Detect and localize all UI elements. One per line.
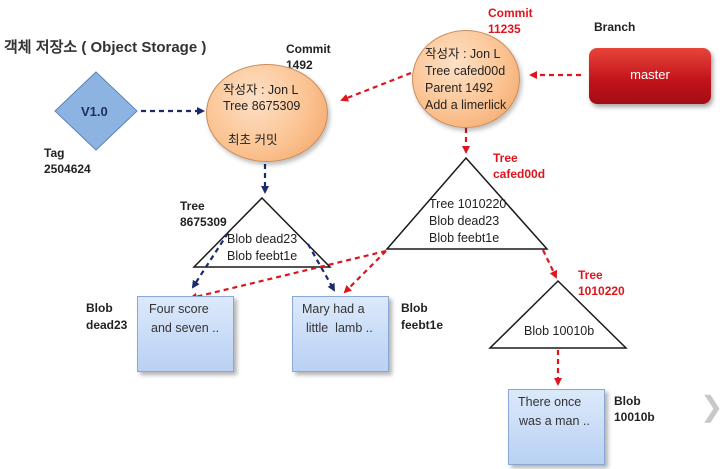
blob-dead23-box xyxy=(137,296,234,372)
master-branch-button[interactable]: master xyxy=(589,48,711,104)
tag-diamond xyxy=(54,71,138,151)
page-title: 객체 저장소 ( Object Storage ) xyxy=(4,39,207,56)
arrow-tree-to-subtree xyxy=(542,249,558,279)
tree-cafed00d-triangle xyxy=(385,156,549,250)
tree-cafed00d-id: cafed00d xyxy=(493,167,546,181)
tree-cafed00d-line2: Blob dead23 xyxy=(429,214,500,228)
tree-1010220-id: 1010220 xyxy=(578,284,625,298)
arrow-tree-to-blob-feebt1e-red xyxy=(343,250,387,294)
blob-feebt1e-box xyxy=(292,296,389,372)
commit1-label: Commit xyxy=(286,42,331,56)
branch-name: master xyxy=(630,67,670,82)
arrow-tree-to-blob-dead23 xyxy=(191,232,229,289)
tree-cafed00d-label: Tree xyxy=(493,151,518,165)
commit2-label: Commit xyxy=(488,6,533,20)
blob-10010b-line1: There once xyxy=(518,395,582,409)
blob-feebt1e-line2: little lamb .. xyxy=(306,321,373,335)
tree-8675309-label: Tree xyxy=(180,199,205,213)
commit1-tree: Tree 8675309 xyxy=(223,99,301,113)
blob-dead23-line1: Four score xyxy=(149,302,209,316)
blob-feebt1e-line1: Mary had a xyxy=(302,302,365,316)
branch-label: Branch xyxy=(594,20,636,34)
arrow-commit2-to-commit1 xyxy=(340,71,412,102)
blob-dead23-id: dead23 xyxy=(86,318,128,332)
tree-1010220-label: Tree xyxy=(578,268,603,282)
commit1-author: 작성자 : Jon L xyxy=(223,83,299,97)
tree-cafed00d-line1: Tree 1010220 xyxy=(429,197,507,211)
blob-feebt1e-label: Blob xyxy=(401,301,428,315)
commit1-node xyxy=(206,64,328,162)
commit2-parent: Parent 1492 xyxy=(425,81,494,95)
tree-8675309-line2: Blob feebt1e xyxy=(227,249,298,263)
blob-dead23-line2: and seven .. xyxy=(151,321,220,335)
commit2-tree: Tree cafed00d xyxy=(425,64,506,78)
tree-8675309-triangle xyxy=(192,196,332,268)
blob-feebt1e-id: feebt1e xyxy=(401,318,444,332)
blob-10010b-id: 10010b xyxy=(614,410,655,424)
blob-10010b-box xyxy=(508,389,605,465)
arrow-tree-to-blob-dead23-red xyxy=(189,249,387,301)
blob-10010b-label: Blob xyxy=(614,394,641,408)
blob-10010b-line2: was a man .. xyxy=(519,414,590,428)
commit1-message: 최초 커밋 xyxy=(228,133,278,147)
commit2-id: 11235 xyxy=(488,22,521,36)
tree-cafed00d-line3: Blob feebt1e xyxy=(429,231,500,245)
tree-1010220-line1: Blob 10010b xyxy=(524,324,595,338)
tree-1010220-triangle xyxy=(488,279,628,349)
commit2-author: 작성자 : Jon L xyxy=(425,47,501,61)
blob-dead23-label: Blob xyxy=(86,301,113,315)
tag-label: Tag xyxy=(44,146,65,160)
tag-version: V1.0 xyxy=(81,104,108,119)
commit2-message: Add a limerlick xyxy=(425,98,507,112)
chevron-right-icon[interactable]: ❯ xyxy=(700,390,720,423)
tree-8675309-id: 8675309 xyxy=(180,215,227,229)
commit2-node xyxy=(412,30,520,128)
tag-id: 2504624 xyxy=(44,162,91,176)
tree-8675309-line1: Blob dead23 xyxy=(227,232,298,246)
